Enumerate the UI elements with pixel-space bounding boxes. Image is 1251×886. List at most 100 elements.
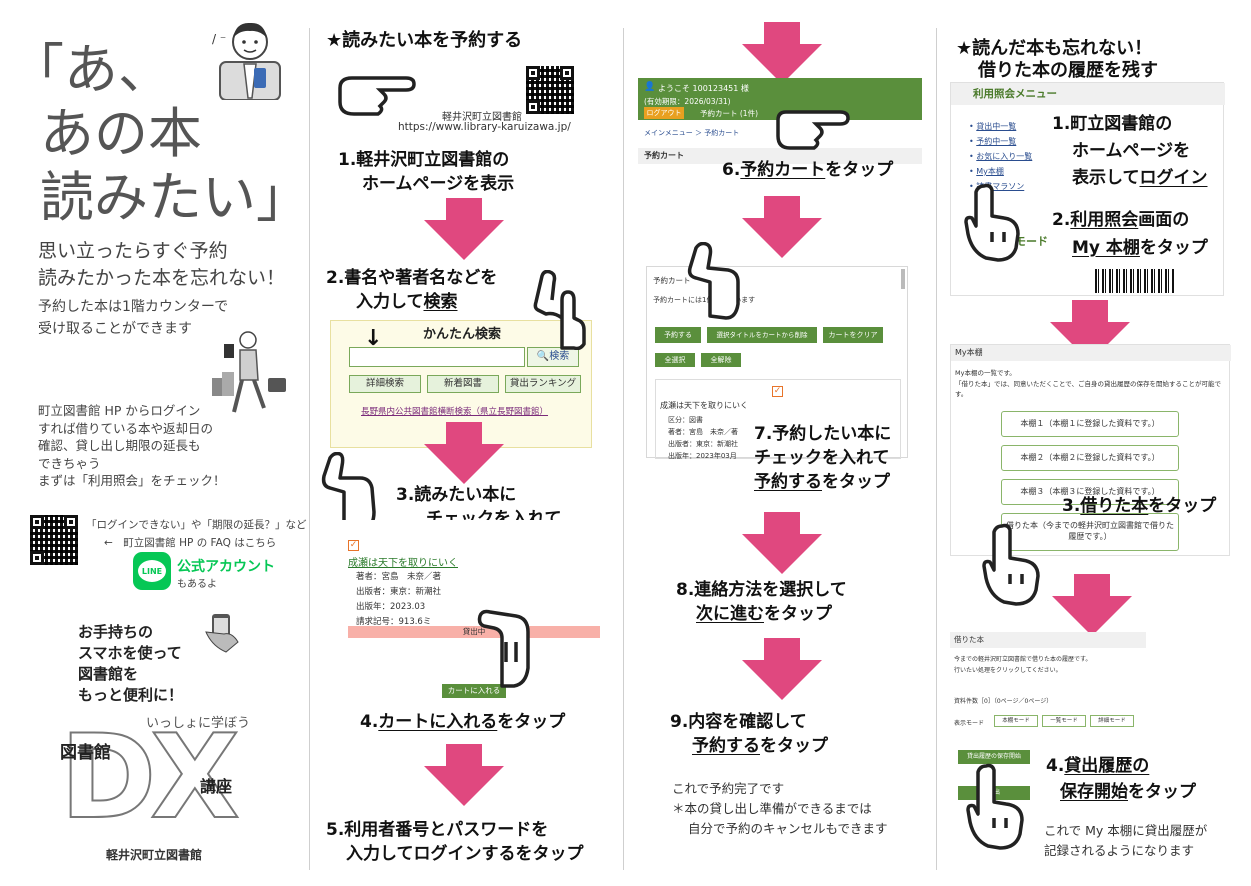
- shelf-line-2: 「借りた本」では、同意いただくことで、ご自身の貸出履歴の保存を開始することが可能…: [955, 380, 1222, 398]
- subtitle-2: 読みたかった本を忘れない！: [38, 267, 286, 289]
- tab-new[interactable]: 新着図書: [427, 375, 499, 393]
- step-text: をタップ: [1148, 496, 1217, 516]
- down-arrow: [742, 638, 822, 700]
- done-text-1: これで予約完了です: [672, 781, 785, 796]
- line-logo-icon[interactable]: LINE: [133, 552, 171, 590]
- search-button[interactable]: 🔍検索: [527, 347, 579, 367]
- tap-hand-icon: [320, 451, 382, 536]
- line-badge: LINE: [141, 566, 163, 576]
- step-underlined: ログイン: [1139, 168, 1208, 188]
- scrollbar[interactable]: [901, 269, 905, 289]
- tap-hand-icon: [964, 762, 1030, 852]
- tap-hand-icon: [980, 522, 1046, 606]
- select-all-button[interactable]: 全選択: [655, 353, 695, 367]
- book-checkbox[interactable]: ✓: [348, 540, 359, 551]
- down-arrow: [424, 198, 504, 260]
- menu-item-marathon[interactable]: • 読書マラソン: [969, 182, 1025, 191]
- book-author: 著者：宮島 未奈／著: [356, 572, 442, 582]
- down-arrow: [424, 422, 504, 484]
- history-line-1: 今までの軽井沢町立図書館で借りた本の履歴です。: [954, 656, 1092, 663]
- down-arrow: [742, 196, 822, 258]
- book-publisher: 出版者：東京：新潮社: [356, 587, 442, 597]
- shelf-line-1: My本棚の一覧です。: [955, 369, 1016, 377]
- step-line: 7.予約したい本に: [754, 424, 892, 444]
- col4-step4: 4.貸出履歴の 保存開始をタップ: [1046, 754, 1196, 804]
- col4-title-1: ★読んだ本も忘れない！: [956, 38, 1153, 59]
- tap-hand-icon: [774, 96, 852, 156]
- menu-item-label: My本棚: [976, 167, 1004, 176]
- shelf-3-button[interactable]: 本棚３（本棚３に登録した資料です。）: [1001, 479, 1179, 505]
- clear-cart-button[interactable]: カートをクリア: [823, 327, 883, 343]
- step-text: 4.: [1046, 756, 1065, 776]
- step-underlined: 借りた本: [1080, 496, 1149, 516]
- step-text: をタップ: [822, 472, 890, 492]
- menu-item-my-shelf[interactable]: • My本棚: [969, 167, 1004, 176]
- step-underlined: My 本棚: [1072, 238, 1140, 258]
- menu-item-reservations[interactable]: • 予約中一覧: [969, 137, 1017, 146]
- cross-search-link[interactable]: 長野県内公共図書館横断検索（県立長野図書館）: [361, 407, 549, 417]
- step-text: をタップ: [497, 712, 566, 732]
- step-line: ホームページを: [1072, 141, 1191, 161]
- shelf-2-button[interactable]: 本棚２（本棚２に登録した資料です。）: [1001, 445, 1179, 471]
- step-line: 1.町立図書館の: [1052, 114, 1173, 134]
- history-line-2: 行いたい処理をクリックしてください。: [954, 667, 1062, 674]
- remove-button[interactable]: 選択タイトルをカートから削除: [707, 327, 817, 343]
- menu-item-label: 貸出中一覧: [976, 122, 1017, 131]
- step-line: 入力してログインするをタップ: [346, 844, 584, 864]
- library-url[interactable]: https://www.library-karuizawa.jp/: [398, 121, 571, 133]
- step-text: 画面の: [1138, 210, 1190, 230]
- borrowed-books-button[interactable]: 借りた本（今までの軽井沢町立図書館で借りた 履歴です。）: [1001, 513, 1179, 551]
- cart-link[interactable]: 予約カート (1件): [700, 109, 759, 118]
- start-history-button[interactable]: 貸出履歴の保存開始: [958, 750, 1030, 764]
- step-line: 3.読みたい本に: [396, 485, 517, 505]
- line-sub-text: もあるよ: [177, 579, 217, 590]
- sparkle-icon: / ⁻: [212, 32, 227, 46]
- search-input[interactable]: [349, 347, 525, 367]
- phone-line: お手持ちの: [78, 623, 154, 641]
- deselect-all-button[interactable]: 全解除: [701, 353, 741, 367]
- faq-qr-code[interactable]: [30, 515, 78, 565]
- tap-hand-icon: [686, 241, 746, 320]
- menu-mode-label: モード: [1015, 235, 1048, 248]
- breadcrumb[interactable]: メインメニュー ＞ 予約カート: [644, 129, 740, 137]
- final-text-1: これで My 本棚に貸出履歴が: [1044, 823, 1208, 838]
- menu-item-loans[interactable]: • 貸出中一覧: [969, 122, 1017, 131]
- col2-step5: 5.利用者番号とパスワードを 入力してログインするをタップ: [326, 818, 584, 866]
- tab-advanced[interactable]: 詳細検索: [349, 375, 421, 393]
- dx-library-label: 図書館: [60, 743, 111, 763]
- down-arrow: [424, 744, 504, 806]
- mode-shelf-button[interactable]: 本棚モード: [994, 715, 1038, 727]
- step-underlined: 利用照会: [1070, 210, 1139, 230]
- cart-book-box: ✓ 成瀬は天下を取りにいく 区分：図書 著者：宮島 未奈／著 出版者：東京：新潮…: [655, 379, 901, 460]
- library-qr-code[interactable]: [526, 66, 574, 114]
- businessman-illustration: [218, 14, 282, 101]
- shelf-1-button[interactable]: 本棚１（本棚１に登録した資料です。）: [1001, 411, 1179, 437]
- step-underlined: 予約する: [692, 736, 760, 756]
- step-underlined: カートに入れる: [378, 712, 498, 732]
- phone-line: もっと便利に！: [78, 686, 184, 704]
- barcode: [1095, 269, 1175, 293]
- menu-item-favorites[interactable]: • お気に入り一覧: [969, 152, 1033, 161]
- cart-book-meta: 区分：図書: [668, 416, 703, 424]
- tap-hand-icon: [532, 269, 588, 351]
- col2-title: ★読みたい本を予約する: [326, 30, 523, 51]
- step-text: をタップ: [825, 160, 894, 180]
- cart-book-checkbox[interactable]: ✓: [772, 386, 783, 397]
- logout-button[interactable]: ログアウト: [644, 107, 684, 119]
- mode-list-button[interactable]: 一覧モード: [1042, 715, 1086, 727]
- divider: [936, 28, 937, 870]
- history-mode-label: 表示モード: [954, 720, 985, 727]
- para-line: できちゃう: [38, 455, 101, 471]
- cart-book-meta: 著者：宮島 未奈／著: [668, 428, 738, 436]
- add-to-cart-button[interactable]: カートに入れる: [442, 684, 506, 698]
- reserve-button[interactable]: 予約する: [655, 327, 701, 343]
- menu-item-label: お気に入り一覧: [976, 152, 1033, 161]
- step-text: 6.: [722, 160, 741, 180]
- phone-line: 図書館を: [78, 665, 139, 683]
- step-underlined: 次に進む: [696, 604, 764, 624]
- book-title-link[interactable]: 成瀬は天下を取りにいく: [348, 558, 458, 569]
- tab-ranking[interactable]: 貸出ランキング: [505, 375, 581, 393]
- cart2-line: 予約カートには1件入っています: [653, 296, 756, 304]
- mode-detail-button[interactable]: 詳細モード: [1090, 715, 1134, 727]
- headline-line-2: あの本: [40, 102, 202, 165]
